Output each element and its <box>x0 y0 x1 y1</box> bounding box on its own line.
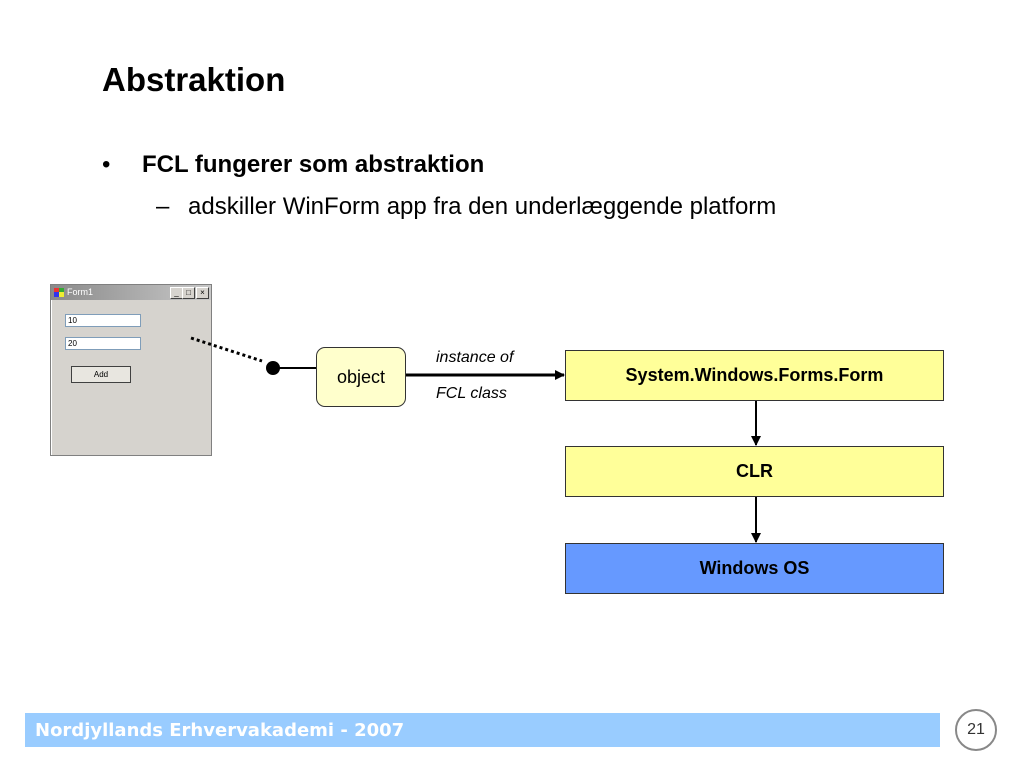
edge-label-fcl-class: FCL class <box>436 385 507 402</box>
maximize-button[interactable]: □ <box>182 287 195 299</box>
bullet-marker: • <box>102 151 111 178</box>
page-number: 21 <box>955 709 997 751</box>
edge-label-instance-of: instance of <box>436 349 514 366</box>
window-title: Form1 <box>67 287 94 297</box>
minimize-button[interactable]: _ <box>170 287 183 299</box>
footer-bar <box>25 713 940 747</box>
bullet-text: FCL fungerer som abstraktion <box>142 151 485 178</box>
sub-bullet-marker: – <box>156 193 170 220</box>
app-icon <box>54 288 64 297</box>
dotted-link-line <box>190 336 263 363</box>
slide-title: Abstraktion <box>102 61 286 98</box>
clr-box: CLR <box>565 446 944 497</box>
add-button[interactable]: Add <box>71 366 131 383</box>
textbox-2[interactable]: 20 <box>65 337 141 350</box>
windows-os-box: Windows OS <box>565 543 944 594</box>
object-node: object <box>316 347 406 407</box>
footer-text: Nordjyllands Erhvervakademi - 2007 <box>35 720 405 741</box>
window-titlebar: Form1 _ □ × <box>51 285 211 300</box>
sub-bullet-text: adskiller WinForm app fra den underlægge… <box>188 193 777 220</box>
close-button[interactable]: × <box>196 287 209 299</box>
winform-window: Form1 _ □ × 10 20 Add <box>50 284 212 456</box>
textbox-1[interactable]: 10 <box>65 314 141 327</box>
form-class-box: System.Windows.Forms.Form <box>565 350 944 401</box>
